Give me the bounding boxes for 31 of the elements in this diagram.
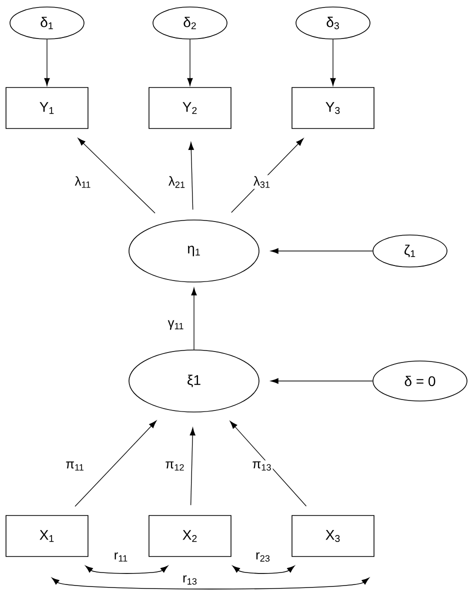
path-arrow xyxy=(74,420,156,507)
correlation-arrow xyxy=(85,566,168,574)
edge-label: π$_{12}$ xyxy=(164,460,186,472)
path-arrow xyxy=(44,39,50,86)
variable-box: Y$_{1}$ xyxy=(6,87,88,129)
path-arrow xyxy=(231,138,304,213)
edge-label: r$_{13}$ xyxy=(182,574,198,586)
path-arrow xyxy=(230,421,307,507)
path-arrow xyxy=(270,248,373,254)
edge-label: r$_{23}$ xyxy=(254,551,272,563)
path-arrow xyxy=(330,39,336,86)
correlation-arrow xyxy=(52,578,370,590)
path-arrow xyxy=(191,288,197,350)
edge-label: γ$_{11}$ xyxy=(166,319,186,331)
edge-label: π$_{11}$ xyxy=(64,460,86,472)
path-arrow xyxy=(270,378,373,384)
variable-box: X$_{3}$ xyxy=(292,515,374,557)
edge-label: λ$_{11}$ xyxy=(74,175,92,189)
path-arrow xyxy=(78,138,156,214)
edge-label: λ$_{31}$ xyxy=(252,175,272,189)
path-arrow xyxy=(190,428,196,506)
path-arrow xyxy=(187,39,193,86)
variable-box: Y$_{2}$ xyxy=(148,87,232,129)
edge-label: λ$_{21}$ xyxy=(167,175,187,189)
variable-box: Y$_{3}$ xyxy=(292,87,374,129)
correlation-arrow xyxy=(232,566,295,574)
path-arrow xyxy=(188,142,194,210)
variable-box: X$_{2}$ xyxy=(148,515,232,557)
variable-box: X$_{1}$ xyxy=(6,515,88,557)
edge-label: r$_{11}$ xyxy=(112,551,130,563)
edge-label: π$_{13}$ xyxy=(251,460,273,472)
